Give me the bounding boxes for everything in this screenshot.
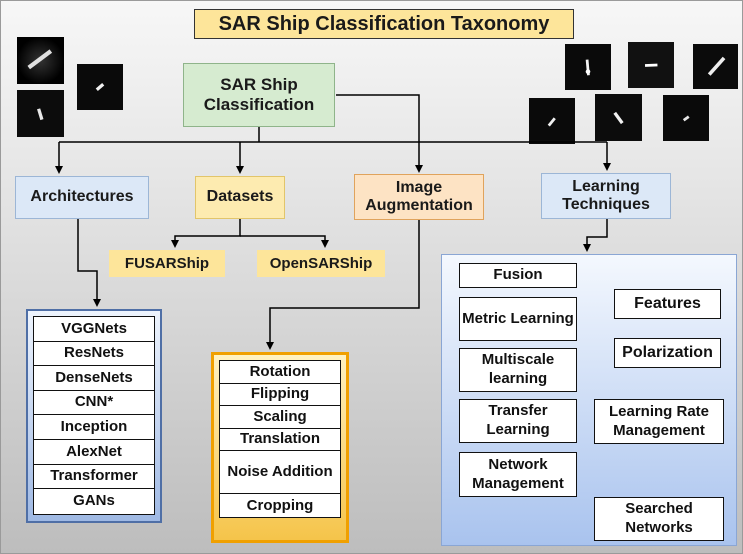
sar-ship-thumbnail [628, 42, 674, 88]
technique-metric-learning: Metric Learning [459, 297, 577, 341]
sar-ship-thumbnail [565, 44, 611, 90]
root-node: SAR Ship Classification [183, 63, 335, 127]
category-learning-techniques: Learning Techniques [541, 173, 671, 219]
architecture-item: VGGNets [34, 317, 154, 342]
augmentation-item: Rotation [220, 361, 340, 384]
technique-fusion: Fusion [459, 263, 577, 288]
architecture-item: Transformer [34, 465, 154, 490]
architecture-item: ResNets [34, 342, 154, 367]
sar-ship-thumbnail [663, 95, 709, 141]
fusion-features: Features [614, 289, 721, 319]
technique-transfer-learning: Transfer Learning [459, 399, 577, 443]
network-learning-rate-management: Learning Rate Management [594, 399, 724, 444]
category-architectures: Architectures [15, 176, 149, 219]
augmentation-item: Translation [220, 429, 340, 452]
sar-ship-thumbnail [693, 44, 738, 89]
technique-network-management: Network Management [459, 452, 577, 497]
category-datasets: Datasets [195, 176, 285, 219]
dataset-opensarship: OpenSARShip [257, 250, 385, 277]
sar-ship-thumbnail [595, 94, 642, 141]
network-searched-networks: Searched Networks [594, 497, 724, 541]
architecture-item: CNN* [34, 391, 154, 416]
augmentation-panel: Rotation Flipping Scaling Translation No… [211, 352, 349, 543]
augmentation-item: Scaling [220, 406, 340, 429]
dataset-fusarship: FUSARShip [109, 250, 225, 277]
architecture-item: AlexNet [34, 440, 154, 465]
architectures-list: VGGNets ResNets DenseNets CNN* Inception… [33, 316, 155, 515]
augmentation-item: Flipping [220, 384, 340, 407]
fusion-polarization: Polarization [614, 338, 721, 368]
augmentation-item: Cropping [246, 496, 314, 514]
sar-ship-thumbnail [77, 64, 123, 110]
technique-multiscale-learning: Multiscale learning [459, 348, 577, 392]
category-image-augmentation: Image Augmentation [354, 174, 484, 220]
architecture-item: Inception [34, 415, 154, 440]
sar-ship-thumbnail [17, 90, 64, 137]
architecture-item: DenseNets [34, 366, 154, 391]
architecture-item: GANs [73, 492, 115, 510]
sar-ship-thumbnail [529, 98, 575, 144]
augmentation-item: Noise Addition [220, 451, 340, 495]
sar-ship-thumbnail [17, 37, 64, 84]
diagram-title: SAR Ship Classification Taxonomy [194, 9, 574, 39]
architectures-panel: VGGNets ResNets DenseNets CNN* Inception… [26, 309, 162, 523]
augmentation-list: Rotation Flipping Scaling Translation No… [219, 360, 341, 518]
